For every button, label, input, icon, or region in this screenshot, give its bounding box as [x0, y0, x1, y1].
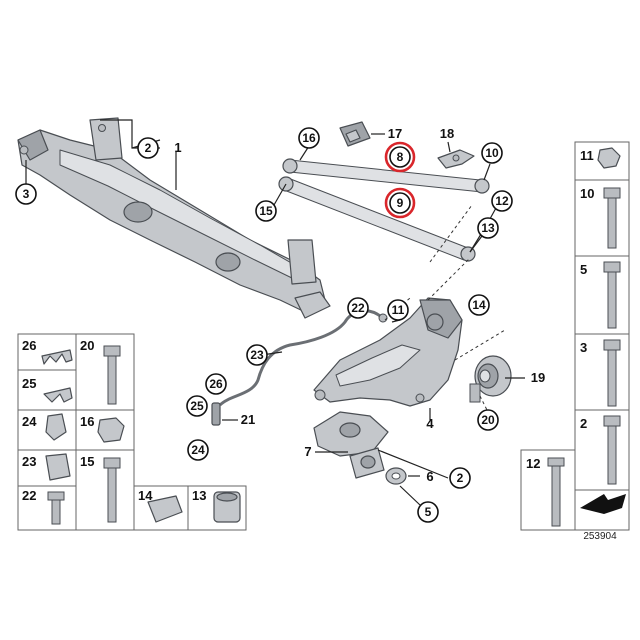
svg-text:12: 12 [526, 456, 540, 471]
callout-8: 8 [384, 141, 416, 173]
bolt-10-part [603, 187, 621, 249]
callout-14: 14 [468, 294, 490, 316]
svg-text:14: 14 [138, 488, 153, 503]
svg-text:5: 5 [425, 505, 432, 519]
svg-text:2: 2 [145, 141, 152, 155]
right-fastener-column: 11 10 5 3 2 12 253904 [520, 141, 630, 542]
nut-16-part [97, 417, 125, 443]
bolt-20-part [103, 345, 121, 405]
callout-4: 4 [426, 416, 434, 431]
callout-22: 22 [347, 297, 369, 319]
svg-text:26: 26 [22, 338, 36, 353]
callout-13: 13 [477, 217, 499, 239]
clip-23-part [45, 453, 71, 481]
callout-12: 12 [491, 190, 513, 212]
callout-1: 1 [174, 140, 181, 155]
svg-text:1: 1 [174, 140, 181, 155]
callout-24: 24 [187, 439, 209, 461]
callout-10: 10 [481, 142, 503, 164]
callout-23: 23 [246, 344, 268, 366]
callout-2a: 2 [137, 137, 159, 159]
svg-text:15: 15 [80, 454, 94, 469]
bracket-part [437, 149, 475, 169]
bolt-5-part [603, 261, 621, 329]
svg-text:9: 9 [397, 196, 404, 210]
svg-text:22: 22 [22, 488, 36, 503]
callout-2b: 2 [449, 467, 471, 489]
svg-text:23: 23 [22, 454, 36, 469]
svg-text:24: 24 [191, 443, 205, 457]
svg-text:3: 3 [23, 187, 30, 201]
callout-20: 20 [477, 409, 499, 431]
svg-text:15: 15 [259, 204, 273, 218]
callout-7: 7 [304, 444, 311, 459]
callout-11: 11 [387, 299, 409, 321]
svg-text:10: 10 [485, 146, 499, 160]
svg-text:3: 3 [580, 340, 587, 355]
svg-text:2: 2 [457, 471, 464, 485]
rubber-mount-part [339, 121, 371, 147]
upper-control-arm-part [282, 158, 490, 194]
axle-carrier-part [17, 117, 331, 319]
bolt-15-part [103, 457, 121, 523]
svg-text:16: 16 [302, 131, 316, 145]
callout-3: 3 [15, 183, 37, 205]
bolt-12-part [547, 457, 565, 527]
svg-text:20: 20 [481, 413, 495, 427]
svg-text:11: 11 [392, 303, 405, 317]
callout-25: 25 [186, 395, 208, 417]
callout-17: 17 [388, 126, 402, 141]
nut-part [597, 147, 621, 169]
svg-text:7: 7 [304, 444, 311, 459]
svg-text:2: 2 [580, 416, 587, 431]
callout-16: 16 [298, 127, 320, 149]
svg-text:11: 11 [580, 148, 594, 163]
callout-5: 5 [417, 501, 439, 523]
svg-text:5: 5 [580, 262, 587, 277]
clip-14-part [147, 495, 183, 523]
hub-bolt-part [469, 383, 481, 403]
callout-26: 26 [205, 373, 227, 395]
bolt-2-part [603, 415, 621, 485]
svg-text:6: 6 [426, 469, 433, 484]
callout-9: 9 [384, 187, 416, 219]
svg-text:253904: 253904 [583, 531, 617, 542]
svg-text:18: 18 [440, 126, 454, 141]
arrow-icon [580, 494, 626, 514]
svg-text:26: 26 [209, 377, 223, 391]
svg-text:19: 19 [531, 370, 545, 385]
clip-25-part [43, 387, 73, 403]
svg-text:25: 25 [190, 399, 204, 413]
svg-text:17: 17 [388, 126, 402, 141]
spring-plate-part [313, 411, 389, 479]
svg-text:22: 22 [351, 301, 365, 315]
callout-21: 21 [241, 412, 255, 427]
bushing-13-part [213, 491, 241, 523]
callout-19: 19 [531, 370, 545, 385]
svg-text:16: 16 [80, 414, 94, 429]
svg-text:21: 21 [241, 412, 255, 427]
svg-text:14: 14 [472, 298, 486, 312]
svg-text:20: 20 [80, 338, 94, 353]
svg-text:13: 13 [481, 221, 495, 235]
svg-text:8: 8 [397, 150, 404, 164]
bolt-22-part [47, 491, 65, 525]
clip-26-part [41, 349, 73, 365]
bolt-3-part [603, 339, 621, 407]
callout-6: 6 [426, 469, 433, 484]
clip-24-part [45, 413, 67, 441]
svg-text:25: 25 [22, 376, 36, 391]
svg-text:24: 24 [22, 414, 37, 429]
svg-text:12: 12 [495, 194, 509, 208]
svg-text:10: 10 [580, 186, 594, 201]
svg-text:13: 13 [192, 488, 206, 503]
callout-18: 18 [440, 126, 454, 141]
svg-text:23: 23 [250, 348, 264, 362]
left-fastener-grid: 26 20 25 24 16 23 15 22 14 13 [17, 333, 247, 531]
svg-text:4: 4 [426, 416, 434, 431]
wheel-carrier-part [313, 297, 463, 407]
callout-15: 15 [255, 200, 277, 222]
wheel-hub-part [474, 355, 512, 397]
